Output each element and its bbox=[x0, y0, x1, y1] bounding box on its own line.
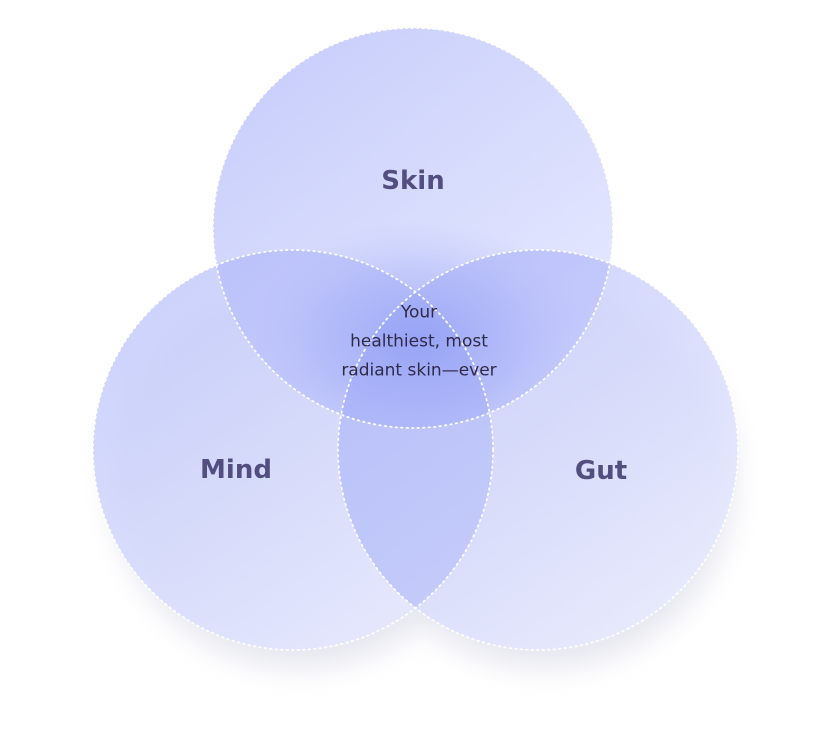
center-line-3: radiant skin—ever bbox=[341, 360, 497, 381]
circle-outlines bbox=[92, 27, 739, 651]
gut-label: Gut bbox=[574, 456, 628, 486]
mind-label: Mind bbox=[200, 455, 272, 485]
center-line-1: Your bbox=[400, 302, 438, 323]
center-line-2: healthiest, most bbox=[350, 331, 488, 352]
center-message: Your healthiest, most radiant skin—ever bbox=[319, 299, 519, 386]
skin-label: Skin bbox=[381, 166, 445, 196]
center-glow bbox=[243, 220, 593, 428]
